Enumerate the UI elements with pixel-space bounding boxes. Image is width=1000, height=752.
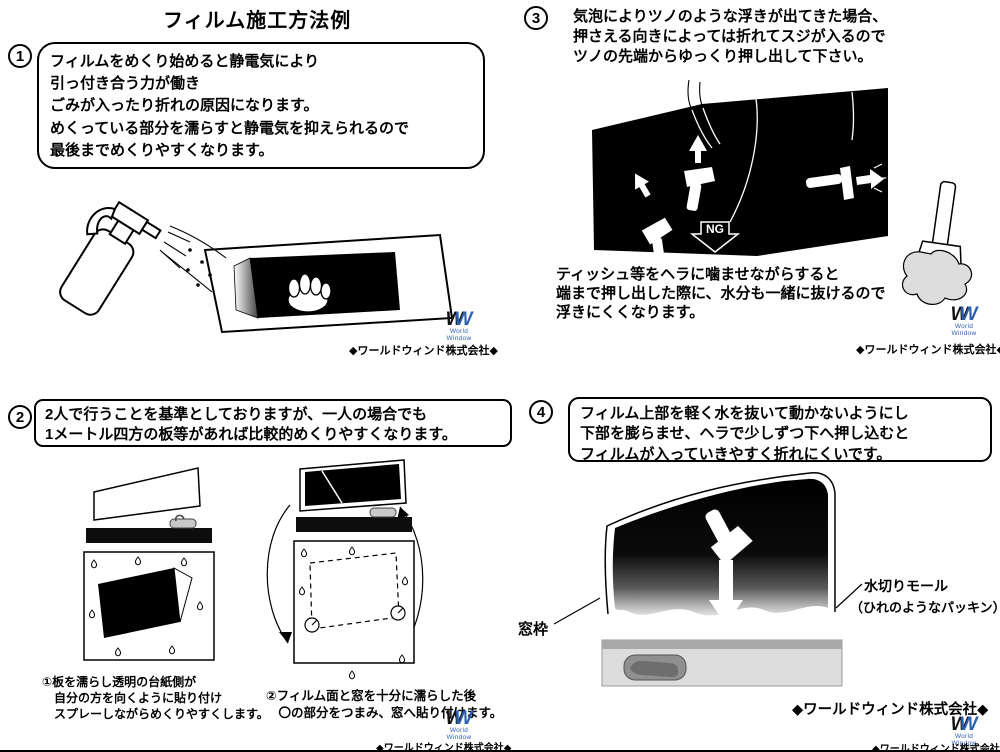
hand	[287, 273, 332, 313]
board-illustration	[83, 467, 215, 661]
arrow-up-icon	[689, 135, 707, 163]
window-frame-leader	[553, 597, 601, 625]
section2-line2: 1メートル四方の板等があれば比較的めくりやすくなります。	[45, 426, 457, 444]
section1-note: フィルムをめくり始めると静電気により 引っ付き合う力が働き ごみが入ったり折れの…	[37, 42, 485, 169]
molding-leader	[835, 583, 863, 609]
arrow-down-icon	[709, 560, 743, 625]
film-fold-corner	[173, 567, 193, 623]
section4-line1: フィルム上部を軽く水を抜いて動かないようにし	[580, 405, 909, 422]
section4-note: フィルム上部を軽く水を抜いて動かないようにし 下部を膨らませ、ヘラで少しずつ下へ…	[568, 397, 992, 463]
resting-squeegee	[169, 514, 197, 529]
section3-note2-line2: 端まで押し出した際に、水分も一緒に抜けるので	[556, 284, 886, 302]
spray-bottle	[59, 200, 162, 316]
section2-note: 2人で行うことを基準としておりますが、一人の場合でも 1メートル四方の板等があれ…	[34, 399, 512, 447]
section1-line1: フィルムをめくり始めると静電気により	[50, 53, 320, 70]
section4-line3: フィルムが入っていきやすく折れにくいです。	[580, 445, 892, 463]
arrow-right-icon	[856, 169, 884, 189]
squeegee-up	[684, 135, 715, 211]
ww-logo-text: World Window	[446, 328, 472, 342]
film-creases	[691, 91, 855, 223]
arrowhead-top	[397, 507, 409, 520]
section2-number: 2	[8, 405, 32, 429]
tissue-squeegee-illustration	[902, 180, 973, 305]
ng-marker: NG	[689, 221, 741, 253]
company-name: ◆ワールドウィンド株式会社◆	[856, 344, 1000, 356]
section1-line3: ごみが入ったり折れの原因になります。	[50, 97, 319, 115]
film-outline-dashed	[309, 552, 400, 630]
section4-line2: 下部を膨らませ、ヘラで少しずつ下へ押し込むと	[580, 425, 910, 443]
upper-window-film	[305, 464, 401, 506]
section1-number: 1	[8, 44, 32, 68]
molding-strip	[602, 640, 842, 649]
spray-drops	[186, 248, 212, 287]
squeegee-right	[805, 163, 886, 200]
ng-arrow-outline	[689, 221, 741, 253]
company-name: ◆ワールドウィンド株式会社◆	[349, 345, 498, 357]
film-on-board	[98, 568, 180, 638]
section4-number: 4	[529, 400, 553, 424]
lower-pane	[293, 540, 415, 664]
section2-caption-right: ②フィルム面と窓を十分に濡らした後 〇の部分をつまみ、窓へ貼り付けます。	[266, 688, 502, 722]
section2-line1: 2人で行うことを基準としておりますが、一人の場合でも	[45, 406, 428, 423]
world-window-logo: WW World Window	[441, 708, 477, 741]
window-sill	[296, 517, 412, 532]
clear-liner-sheet	[93, 467, 201, 521]
window-sill	[86, 528, 212, 543]
ww-logo-icon: WW	[950, 714, 978, 735]
pinch-marker	[304, 617, 320, 633]
company-name-large: ◆ワールドウィンド株式会社◆	[792, 702, 989, 718]
company-name: ◆ワールドウィンド株式会社◆	[872, 744, 1000, 752]
ng-label: NG	[706, 222, 724, 236]
section3-note: 気泡によりツノのような浮きが出てきた場合、 押さえる向きによっては折れてスジが入…	[573, 7, 887, 67]
caption-right-line2: 〇の部分をつまみ、窓へ貼り付けます。	[266, 705, 503, 720]
squeegee-silhouette	[705, 509, 753, 565]
section1-line4: めくっている部分を濡らすと静電気を抑えられるので	[50, 119, 409, 137]
section1-line2: 引っ付き合う力が働き	[50, 75, 201, 93]
section3-note2-line1: ティッシュ等をヘラに噛ませながらすると	[556, 266, 840, 283]
pinch-marker	[390, 605, 406, 621]
car-door-illustration	[553, 472, 863, 687]
section2-caption-left: ①板を濡らし透明の台紙側が 自分の方を向くように貼り付け スプレーしながらめくり…	[42, 674, 269, 723]
arrowhead-bottom	[279, 632, 292, 643]
window-flip-illustration	[266, 459, 424, 680]
ww-logo-text: World Window	[446, 727, 472, 741]
world-window-logo: WW World Window	[946, 714, 982, 747]
caption-left-line3: スプレーしながらめくりやすくします。	[42, 707, 269, 722]
squeegee-left	[641, 217, 673, 264]
caption-right-line1: ②フィルム面と窓を十分に濡らした後	[266, 689, 477, 703]
caption-left-line2: 自分の方を向くように貼り付け	[42, 691, 223, 706]
ww-logo-text: World Window	[951, 323, 977, 337]
ww-logo-icon: WW	[950, 304, 978, 325]
world-window-logo: WW World Window	[441, 309, 477, 342]
tinted-window	[592, 88, 888, 256]
window-frame-label: 窓枠	[518, 621, 549, 638]
caption-left-line1: ①板を濡らし透明の台紙側が	[42, 675, 197, 689]
ww-logo-icon: WW	[445, 708, 473, 729]
section3-note2: ティッシュ等をヘラに噛ませながらすると 端まで押し出した際に、水分も一緒に抜ける…	[556, 266, 886, 322]
molding-label: 水切りモール	[864, 578, 948, 594]
spray-mist	[159, 225, 227, 293]
section3-line3: ツノの先端からゆっくり押し出して下さい。	[573, 47, 873, 65]
ww-logo-text: World Window	[951, 733, 977, 747]
world-window-logo: WW World Window	[946, 304, 982, 337]
arrow-upleft-icon	[635, 173, 651, 198]
section3-number: 3	[524, 6, 548, 30]
bubble-pushout-illustration: NG	[592, 79, 888, 264]
section3-line1: 気泡によりツノのような浮きが出てきた場合、	[573, 8, 888, 25]
company-name: ◆ワールドウィンド株式会社◆	[376, 743, 512, 752]
door-handle	[623, 654, 687, 681]
page-title: フィルム施工方法例	[163, 10, 352, 32]
tissue	[902, 249, 973, 305]
section3-line2: 押さえる向きによっては折れてスジが入るので	[573, 27, 886, 45]
window-frame	[604, 472, 836, 615]
section3-note2-line3: 浮きにくくなります。	[556, 303, 705, 321]
spray-peel-illustration	[59, 200, 454, 334]
molding-sublabel: （ひれのようなパッキン）	[850, 600, 1000, 615]
section1-line5: 最後までめくりやすくなります。	[50, 141, 274, 159]
ww-logo-icon: WW	[445, 309, 473, 330]
resting-squeegee	[369, 507, 397, 518]
film-peel-edge	[233, 257, 259, 319]
